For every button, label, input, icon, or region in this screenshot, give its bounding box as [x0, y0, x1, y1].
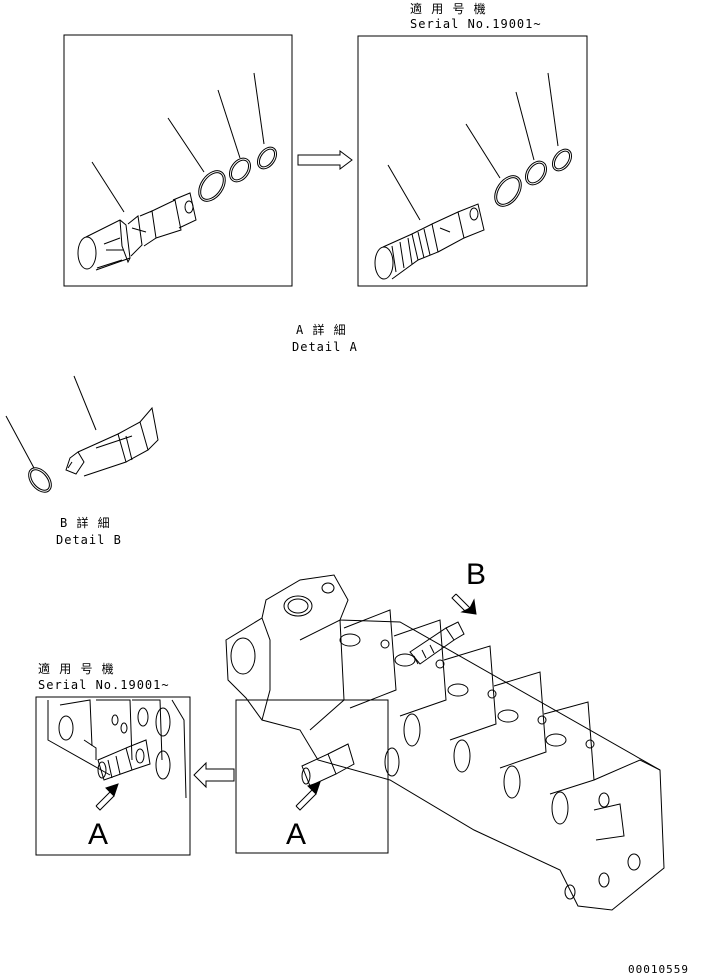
inset-serial-number: Serial No.19001~	[38, 678, 170, 692]
o-ring-small-new	[549, 146, 576, 175]
arrow-left-icon	[194, 763, 234, 787]
leader-lines-top-right	[388, 73, 558, 220]
pointer-arrow-a-icon	[296, 782, 320, 810]
detail-b-title-jp: B 詳 細	[60, 516, 111, 530]
backup-ring-new	[521, 157, 551, 189]
control-valve-assembly	[226, 575, 664, 910]
detail-a-title-jp: A 詳 細	[296, 323, 347, 337]
o-ring-large-new	[489, 171, 527, 211]
inset-serial-label-jp: 適 用 号 機	[38, 662, 115, 676]
backup-ring	[225, 154, 255, 186]
detail-b-title-en: Detail B	[56, 533, 122, 547]
applicable-serial-label-jp: 適 用 号 機	[410, 2, 487, 16]
o-ring-b	[24, 463, 56, 496]
detail-a-title-en: Detail A	[292, 340, 358, 354]
detail-b-parts	[6, 376, 158, 497]
detail-a-new-panel	[358, 36, 587, 286]
leader-lines-b	[6, 376, 96, 468]
marker-a-inset-label: A	[88, 818, 109, 851]
relief-valve	[66, 408, 158, 476]
pointer-arrow-icon	[96, 784, 118, 810]
detail-a-original-panel	[64, 35, 292, 286]
pointer-arrow-b-icon	[452, 594, 476, 614]
valve-cartridge-new	[375, 204, 484, 279]
arrow-right-icon	[298, 151, 352, 169]
o-ring-large	[193, 166, 231, 206]
detail-a-location-inset	[36, 697, 190, 855]
drawing-number: 00010559	[628, 963, 689, 976]
detail-a-callout-box	[236, 700, 388, 853]
cartridge-a-installed	[302, 744, 354, 786]
valve-cartridge	[78, 193, 196, 270]
applicable-serial-number: Serial No.19001~	[410, 17, 542, 31]
marker-a-main-label: A	[286, 818, 307, 851]
marker-b-label: B	[466, 558, 487, 591]
o-ring-small	[254, 144, 281, 173]
leader-lines-top-left	[92, 73, 264, 212]
relief-valve-b-installed	[410, 622, 464, 664]
